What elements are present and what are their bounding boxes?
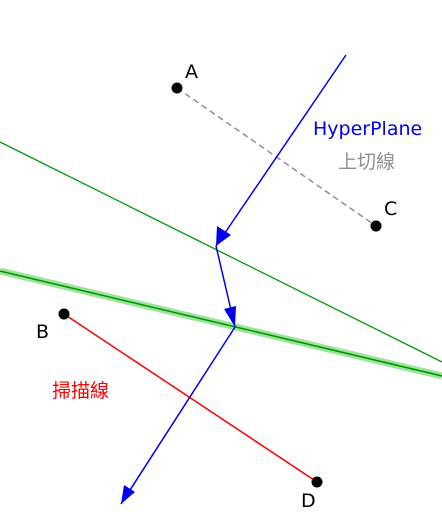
hyperplane-arrowhead-1 <box>216 226 231 246</box>
lower-green-line <box>0 270 442 377</box>
hyperplane-segment-1 <box>215 54 347 247</box>
upper-green-line <box>0 141 442 363</box>
hyperplane-arrowhead-2 <box>224 306 236 327</box>
point-b <box>58 308 70 320</box>
point-a-label: A <box>185 61 198 83</box>
point-d-label: D <box>301 490 316 512</box>
scan-line-label: 掃描線 <box>52 380 109 402</box>
hyperplane-label: HyperPlane <box>313 118 422 140</box>
tangent-line-label: 上切線 <box>338 151 395 173</box>
hyperplane-arrowhead-3 <box>121 485 135 504</box>
point-c <box>370 220 382 232</box>
point-d <box>311 476 323 488</box>
point-a <box>171 82 183 94</box>
point-c-label: C <box>384 198 397 220</box>
point-b-label: B <box>36 321 49 343</box>
hyperplane-segment-3 <box>120 326 236 505</box>
scan-segment-bd <box>63 313 318 483</box>
